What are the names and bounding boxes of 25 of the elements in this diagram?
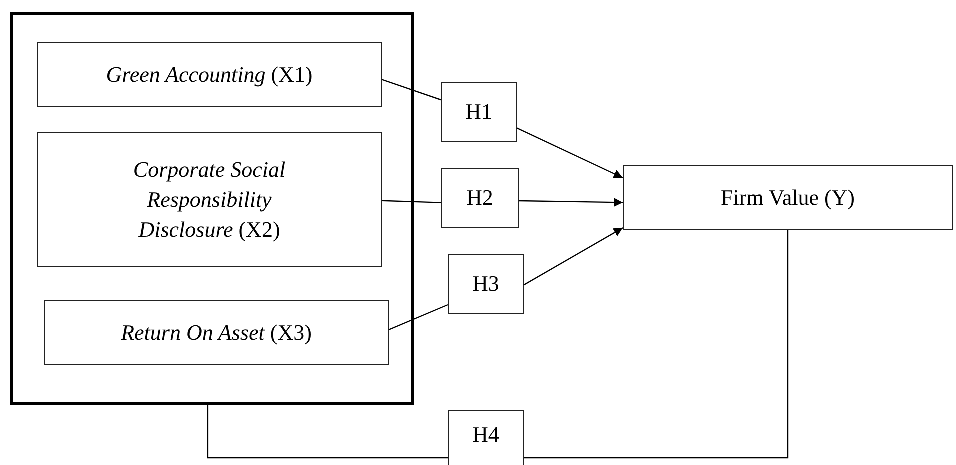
hypothesis-box (448, 410, 524, 465)
group-box (10, 12, 414, 405)
connector-line (524, 230, 789, 459)
hypothesis-box (448, 254, 524, 314)
connector-line (388, 304, 448, 330)
node-label: Firm Value (Y) (720, 184, 856, 212)
node-label: Return On Asset (X3) (120, 318, 313, 347)
node-label: Green Accounting (X1) (105, 60, 314, 89)
variable-box (623, 165, 953, 230)
variable-box (37, 132, 382, 267)
arrow (516, 128, 624, 179)
connector-line (382, 200, 442, 204)
node-label: H3 (472, 270, 500, 298)
connector-line (382, 79, 442, 101)
node-label: Corporate Social Responsibility Disclosure (X2) (132, 156, 287, 244)
variable-box (37, 42, 382, 107)
node-label: H1 (464, 98, 494, 126)
hypothesis-box (441, 82, 517, 142)
hypothesis-box (441, 168, 519, 228)
node-label: H4 (472, 420, 500, 448)
variable-box (44, 300, 389, 365)
node-label: H2 (466, 184, 494, 212)
arrow (524, 228, 624, 286)
arrow (518, 198, 624, 208)
connector-line (207, 405, 448, 459)
